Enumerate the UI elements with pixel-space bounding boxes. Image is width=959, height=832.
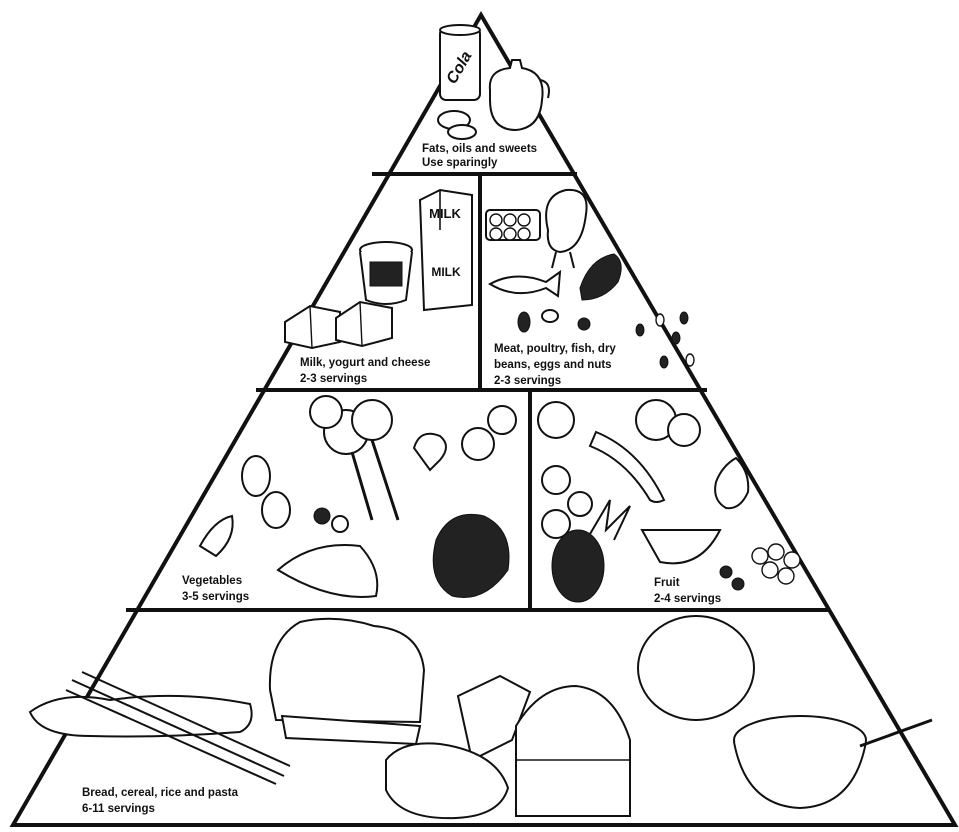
meat-tier-label-line2: beans, eggs and nuts — [494, 359, 612, 371]
egg-carton-icon — [485, 209, 541, 241]
candy-icon — [437, 110, 477, 140]
pepper-icon — [198, 514, 234, 558]
pear-icon — [714, 456, 750, 510]
corn-icon — [276, 544, 379, 598]
fruit-tier-label-line2: 2-4 servings — [654, 593, 721, 605]
pineapple-icon — [551, 499, 631, 603]
fish-icon — [487, 269, 562, 298]
tortilla-icon — [637, 615, 755, 721]
cheese-cubes-icon — [284, 300, 393, 350]
nuts-beans-icon — [517, 309, 695, 369]
grapes-icon — [719, 543, 801, 591]
grains-tier-label-line2: 6-11 servings — [82, 803, 155, 815]
milk-carton-icon: MILK MILK — [418, 188, 473, 312]
pyramid-frame — [9, 11, 959, 827]
cauliflower-icon — [412, 432, 447, 472]
fats-tier-label-line1: Fats, oils and sweets — [422, 143, 537, 155]
peach-icon — [635, 399, 701, 447]
grains-tier-label-line1: Bread, cereal, rice and pasta — [82, 787, 239, 799]
rice-bag-icon — [385, 674, 532, 820]
dairy-tier-label-line2: 2-3 servings — [300, 373, 367, 385]
fats-oils-sweets-tier: Cola Fats, oils and sweets Use sparingly — [422, 24, 550, 169]
vegetables-tier-label-line2: 3-5 servings — [182, 591, 249, 603]
vegetables-tier-label-line1: Vegetables — [182, 575, 242, 587]
meat-tier-label-line1: Meat, poultry, fish, dry — [494, 343, 616, 355]
milk-carton-label-bottom: MILK — [431, 265, 461, 279]
grains-tier: Bread, cereal, rice and pasta 6-11 servi… — [28, 615, 933, 820]
potato-icon — [241, 455, 291, 529]
cereal-box-icon — [515, 684, 631, 817]
fats-tier-label-line2: Use sparingly — [422, 157, 498, 169]
cereal-bowl-icon — [733, 715, 933, 810]
oranges-icon — [541, 465, 593, 539]
olives-icon — [313, 507, 349, 533]
pyramid-outline — [9, 11, 959, 827]
watermelon-slice-icon — [640, 529, 722, 565]
yogurt-cup-icon — [359, 241, 413, 305]
meat-tier: Meat, poultry, fish, dry beans, eggs and… — [485, 188, 695, 387]
meat-tier-label-line3: 2-3 servings — [494, 375, 561, 387]
broccoli-icon — [309, 395, 400, 521]
chicken-icon — [545, 188, 588, 269]
bread-slices-icon — [268, 617, 426, 746]
vegetables-tier: Vegetables 3-5 servings — [182, 395, 517, 603]
banana-icon — [588, 430, 666, 503]
steak-icon — [579, 253, 622, 301]
fruit-tier-label-line1: Fruit — [654, 577, 680, 589]
apple-icon — [537, 401, 575, 439]
oil-jug-icon — [488, 59, 550, 132]
cola-can-icon: Cola — [439, 24, 481, 101]
dairy-tier-label-line1: Milk, yogurt and cheese — [300, 357, 430, 369]
onion-icon — [461, 405, 517, 461]
lettuce-icon — [432, 513, 510, 598]
milk-carton-label-top: MILK — [429, 206, 461, 221]
dairy-tier: MILK MILK Milk, yogurt and cheese 2-3 se… — [284, 188, 473, 385]
pasta-icon — [28, 671, 291, 785]
fruit-tier: Fruit 2-4 servings — [537, 399, 801, 605]
